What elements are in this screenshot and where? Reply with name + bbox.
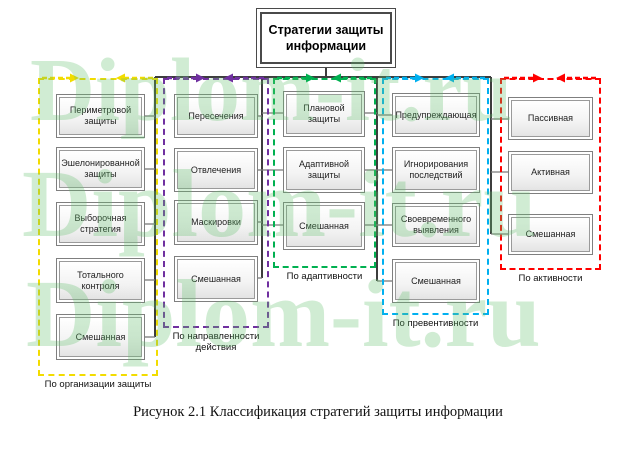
strategy-node: Периметровой защиты <box>56 94 145 138</box>
group-label: По организации защиты <box>44 379 152 390</box>
strategy-node: Смешанная <box>508 214 593 255</box>
strategy-node: Маскировки <box>174 200 258 245</box>
root-title-text: Стратегии защиты информации <box>260 12 392 64</box>
strategy-node: Смешанная <box>56 314 145 360</box>
strategy-node: Пересечения <box>174 94 258 138</box>
group-label: По активности <box>518 273 583 284</box>
strategy-node: Отвлечения <box>174 148 258 192</box>
group-organization <box>38 78 158 376</box>
strategy-node: Смешанная <box>392 259 480 303</box>
root-title-box: Стратегии защиты информации <box>256 8 396 68</box>
strategy-node: Игнорирования последствий <box>392 147 480 193</box>
group-adaptivity <box>273 78 376 268</box>
group-activity <box>500 78 601 270</box>
strategy-node: Смешанная <box>174 256 258 302</box>
strategy-node: Плановой защиты <box>283 91 365 137</box>
strategy-node: Пассивная <box>508 97 593 140</box>
group-direction <box>163 78 269 328</box>
group-label: По адаптивности <box>286 271 363 282</box>
group-label: По превентивности <box>392 318 479 329</box>
strategy-node: Предупреждающая <box>392 93 480 137</box>
strategy-node: Выборочная стратегия <box>56 202 145 246</box>
group-preventivity <box>382 78 489 315</box>
strategy-node: Активная <box>508 151 593 194</box>
figure-caption: Рисунок 2.1 Классификация стратегий защи… <box>133 404 503 420</box>
strategy-node: Эшелонированной защиты <box>56 147 145 191</box>
group-label: По направленности действия <box>172 331 260 354</box>
strategy-node: Своевременного выявления <box>392 203 480 247</box>
strategy-node: Адаптивной защиты <box>283 147 365 193</box>
strategy-node: Тотального контроля <box>56 258 145 303</box>
strategy-node: Смешанная <box>283 202 365 250</box>
